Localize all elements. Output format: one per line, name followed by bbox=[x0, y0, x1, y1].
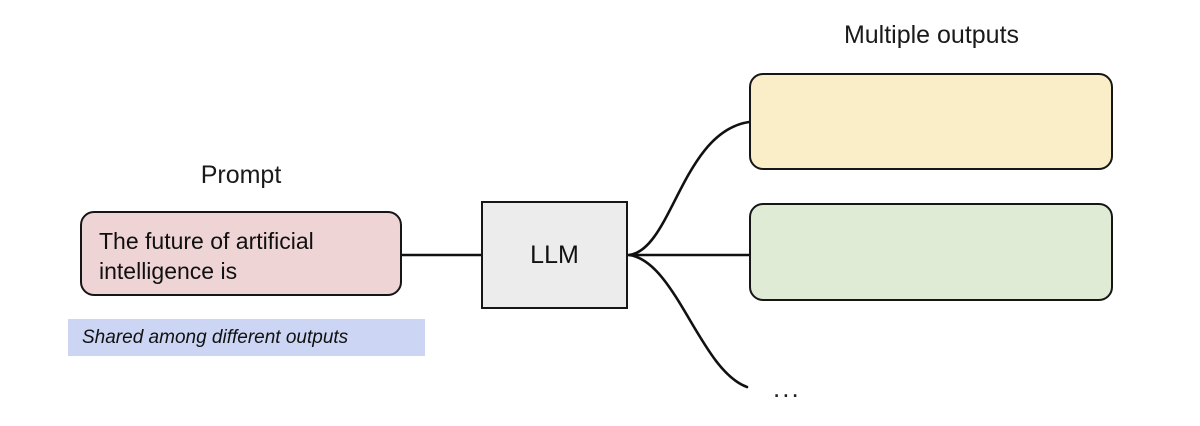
prompt-box[interactable]: The future of artificial intelligence is bbox=[80, 211, 402, 296]
llm-node[interactable]: LLM bbox=[481, 201, 628, 309]
prompt-text: The future of artificial intelligence is bbox=[99, 228, 314, 284]
output-box-1[interactable] bbox=[749, 73, 1113, 170]
multiple-outputs-caption: Multiple outputs bbox=[843, 21, 1020, 49]
edge-llm-to-more-outputs bbox=[627, 253, 749, 389]
edge-llm-to-output-1 bbox=[627, 120, 751, 257]
output-box-2[interactable] bbox=[749, 203, 1113, 301]
llm-label: LLM bbox=[530, 240, 579, 269]
prompt-caption: Prompt bbox=[200, 161, 282, 189]
more-outputs-ellipsis: ... bbox=[773, 373, 801, 403]
shared-note-highlight: Shared among different outputs bbox=[68, 319, 425, 356]
shared-note-text: Shared among different outputs bbox=[82, 327, 349, 348]
